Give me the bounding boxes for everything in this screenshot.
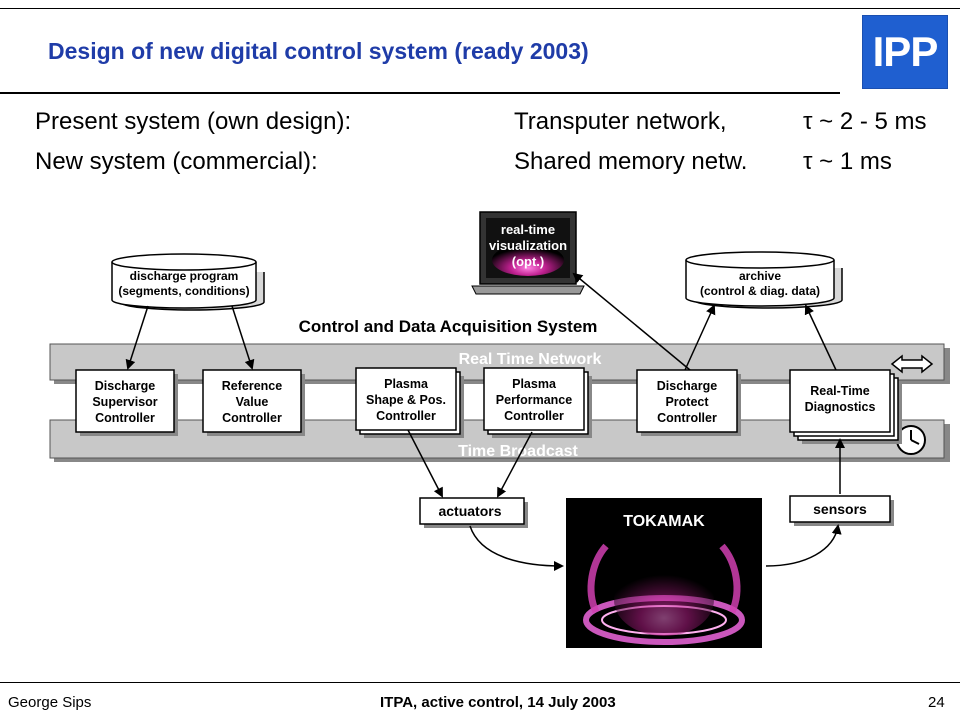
arrow-protect-to-archive (684, 304, 716, 371)
arrow-shape-to-actuators (407, 429, 443, 498)
arrow-program-to-supervisor (125, 305, 149, 370)
control-system-diagram: real-time visualization (opt.) discharge… (49, 211, 950, 648)
laptop-base (471, 285, 585, 295)
new-system-timing: τ ~ 1 ms (803, 148, 892, 175)
tokamak-image: TOKAMAK (566, 498, 762, 648)
controller-2-line-3: Controller (222, 411, 282, 425)
controller-3-line-3: Controller (376, 409, 436, 423)
new-system-label: New system (commercial): (35, 148, 318, 175)
archive-label-2: (control & diag. data) (700, 284, 820, 298)
archive-label-1: archive (739, 269, 781, 283)
arrow-actuators-to-tokamak (469, 525, 564, 571)
arrow-diagnostics-to-archive (804, 304, 837, 371)
footer-page-number: 24 (928, 694, 945, 711)
controller-reference-value: Reference Value Controller (202, 369, 305, 436)
actuators-box: actuators (419, 497, 528, 528)
bidirectional-arrow-icon (890, 354, 934, 374)
title-rule (0, 92, 840, 94)
present-system-network: Transputer network, (514, 108, 727, 135)
visualization-label-3: (opt.) (512, 254, 544, 269)
archive-database: archive (control & diag. data) (685, 251, 843, 309)
system-title: Control and Data Acquisition System (299, 317, 598, 336)
sensors-label: sensors (813, 501, 867, 517)
footer-author: George Sips (8, 694, 92, 711)
visualization-label-1: real-time (501, 222, 555, 237)
diagram-arrows (125, 272, 845, 571)
laptop-plasma-image (492, 244, 564, 276)
arrow-tokamak-to-sensors (765, 524, 842, 567)
discharge-program-label-1: discharge program (130, 269, 239, 283)
controller-3-line-1: Plasma (384, 377, 429, 391)
present-system-timing: τ ~ 2 - 5 ms (803, 108, 927, 135)
visualization-label-2: visualization (489, 238, 567, 253)
footer-rule (0, 682, 960, 683)
controller-discharge-supervisor: Discharge Supervisor Controller (75, 369, 178, 436)
sensors-box: sensors (789, 495, 894, 526)
actuators-label: actuators (438, 503, 501, 519)
real-time-network-label: Real Time Network (459, 351, 602, 368)
controller-6-line-1: Real-Time (810, 384, 870, 398)
visualization-laptop: real-time visualization (opt.) (471, 211, 585, 295)
clock-icon (896, 425, 926, 455)
time-broadcast-label: Time Broadcast (458, 443, 578, 460)
discharge-program-database: discharge program (segments, conditions) (111, 253, 265, 311)
controller-4-line-3: Controller (504, 409, 564, 423)
controller-2-line-1: Reference (222, 379, 282, 393)
slide-title: Design of new digital control system (re… (48, 38, 589, 64)
present-system-label: Present system (own design): (35, 108, 352, 135)
controller-5-line-3: Controller (657, 411, 717, 425)
top-rule (0, 8, 960, 9)
controller-4-line-2: Performance (496, 393, 572, 407)
controller-real-time-diagnostics: Real-Time Diagnostics (789, 369, 902, 444)
new-system-network: Shared memory netw. (514, 148, 748, 175)
controller-1-line-3: Controller (95, 411, 155, 425)
arrow-protect-to-visualization (572, 272, 691, 371)
discharge-program-label-2: (segments, conditions) (118, 284, 249, 298)
controller-plasma-performance: Plasma Performance Controller (483, 367, 592, 438)
controller-2-line-2: Value (236, 395, 269, 409)
controller-discharge-protect: Discharge Protect Controller (636, 369, 741, 436)
controller-1-line-1: Discharge (95, 379, 155, 393)
footer-event: ITPA, active control, 14 July 2003 (380, 694, 616, 711)
controller-4-line-1: Plasma (512, 377, 557, 391)
controller-5-line-2: Protect (665, 395, 709, 409)
controller-6-line-2: Diagnostics (805, 400, 876, 414)
controller-1-line-2: Supervisor (92, 395, 157, 409)
arrow-program-to-reference (231, 305, 255, 370)
tokamak-label: TOKAMAK (623, 513, 705, 530)
controller-3-line-2: Shape & Pos. (366, 393, 446, 407)
controller-5-line-1: Discharge (657, 379, 717, 393)
arrow-performance-to-actuators (497, 431, 533, 498)
ipp-logo: IPP (862, 15, 948, 89)
controller-plasma-shape: Plasma Shape & Pos. Controller (355, 367, 464, 438)
